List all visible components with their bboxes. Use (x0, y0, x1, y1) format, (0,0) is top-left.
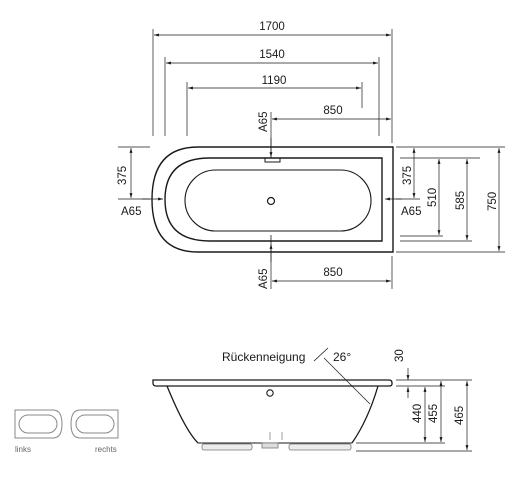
foot-right (288, 443, 352, 451)
side-shell-left (166, 385, 199, 444)
label-a65-bottom: A65 (258, 269, 270, 289)
dim-label-750: 750 (487, 192, 499, 211)
label-a65-right: A65 (401, 206, 421, 218)
variant-left-label: links (15, 445, 31, 454)
label-a65-left: A65 (121, 206, 141, 218)
dim-label-850-bottom: 850 (323, 267, 342, 279)
angle-reference (313, 347, 329, 362)
side-dimensions (356, 368, 472, 452)
tub-basin (184, 169, 372, 232)
drain-fitting (261, 442, 279, 449)
backrest-angle: 26° (333, 350, 351, 364)
dim-label-1540: 1540 (259, 49, 285, 61)
dim-label-585: 585 (455, 191, 467, 210)
backrest-leader (323, 357, 371, 405)
dim-label-440: 440 (412, 404, 424, 423)
dim-label-510: 510 (427, 188, 439, 207)
foot-left (201, 443, 253, 451)
tub-rim (164, 157, 383, 242)
horizontal-dimensions (118, 29, 402, 289)
overflow-icon (264, 157, 281, 163)
overflow-side-icon (266, 389, 274, 397)
label-a65-top: A65 (258, 112, 270, 132)
top-view (151, 146, 394, 253)
dim-label-30: 30 (394, 349, 406, 362)
dim-label-455: 455 (428, 404, 440, 423)
tub-outline (151, 146, 394, 253)
drain-icon (266, 196, 276, 206)
side-rim (152, 379, 393, 387)
variant-right-thumbnail (70, 409, 119, 439)
variant-left-thumbnail (14, 409, 63, 439)
variant-right-label: rechts (95, 445, 117, 454)
dim-label-375-right: 375 (402, 166, 414, 185)
dim-label-850-top: 850 (323, 105, 342, 117)
side-view (152, 347, 393, 451)
side-shell-right (351, 385, 379, 444)
dim-label-1700: 1700 (259, 21, 285, 33)
dim-label-1190: 1190 (262, 75, 287, 87)
dim-label-375-left: 375 (117, 166, 129, 185)
backrest-label: Rückenneigung (222, 350, 305, 364)
vertical-dimensions (269, 138, 505, 262)
dim-label-465: 465 (454, 406, 466, 425)
